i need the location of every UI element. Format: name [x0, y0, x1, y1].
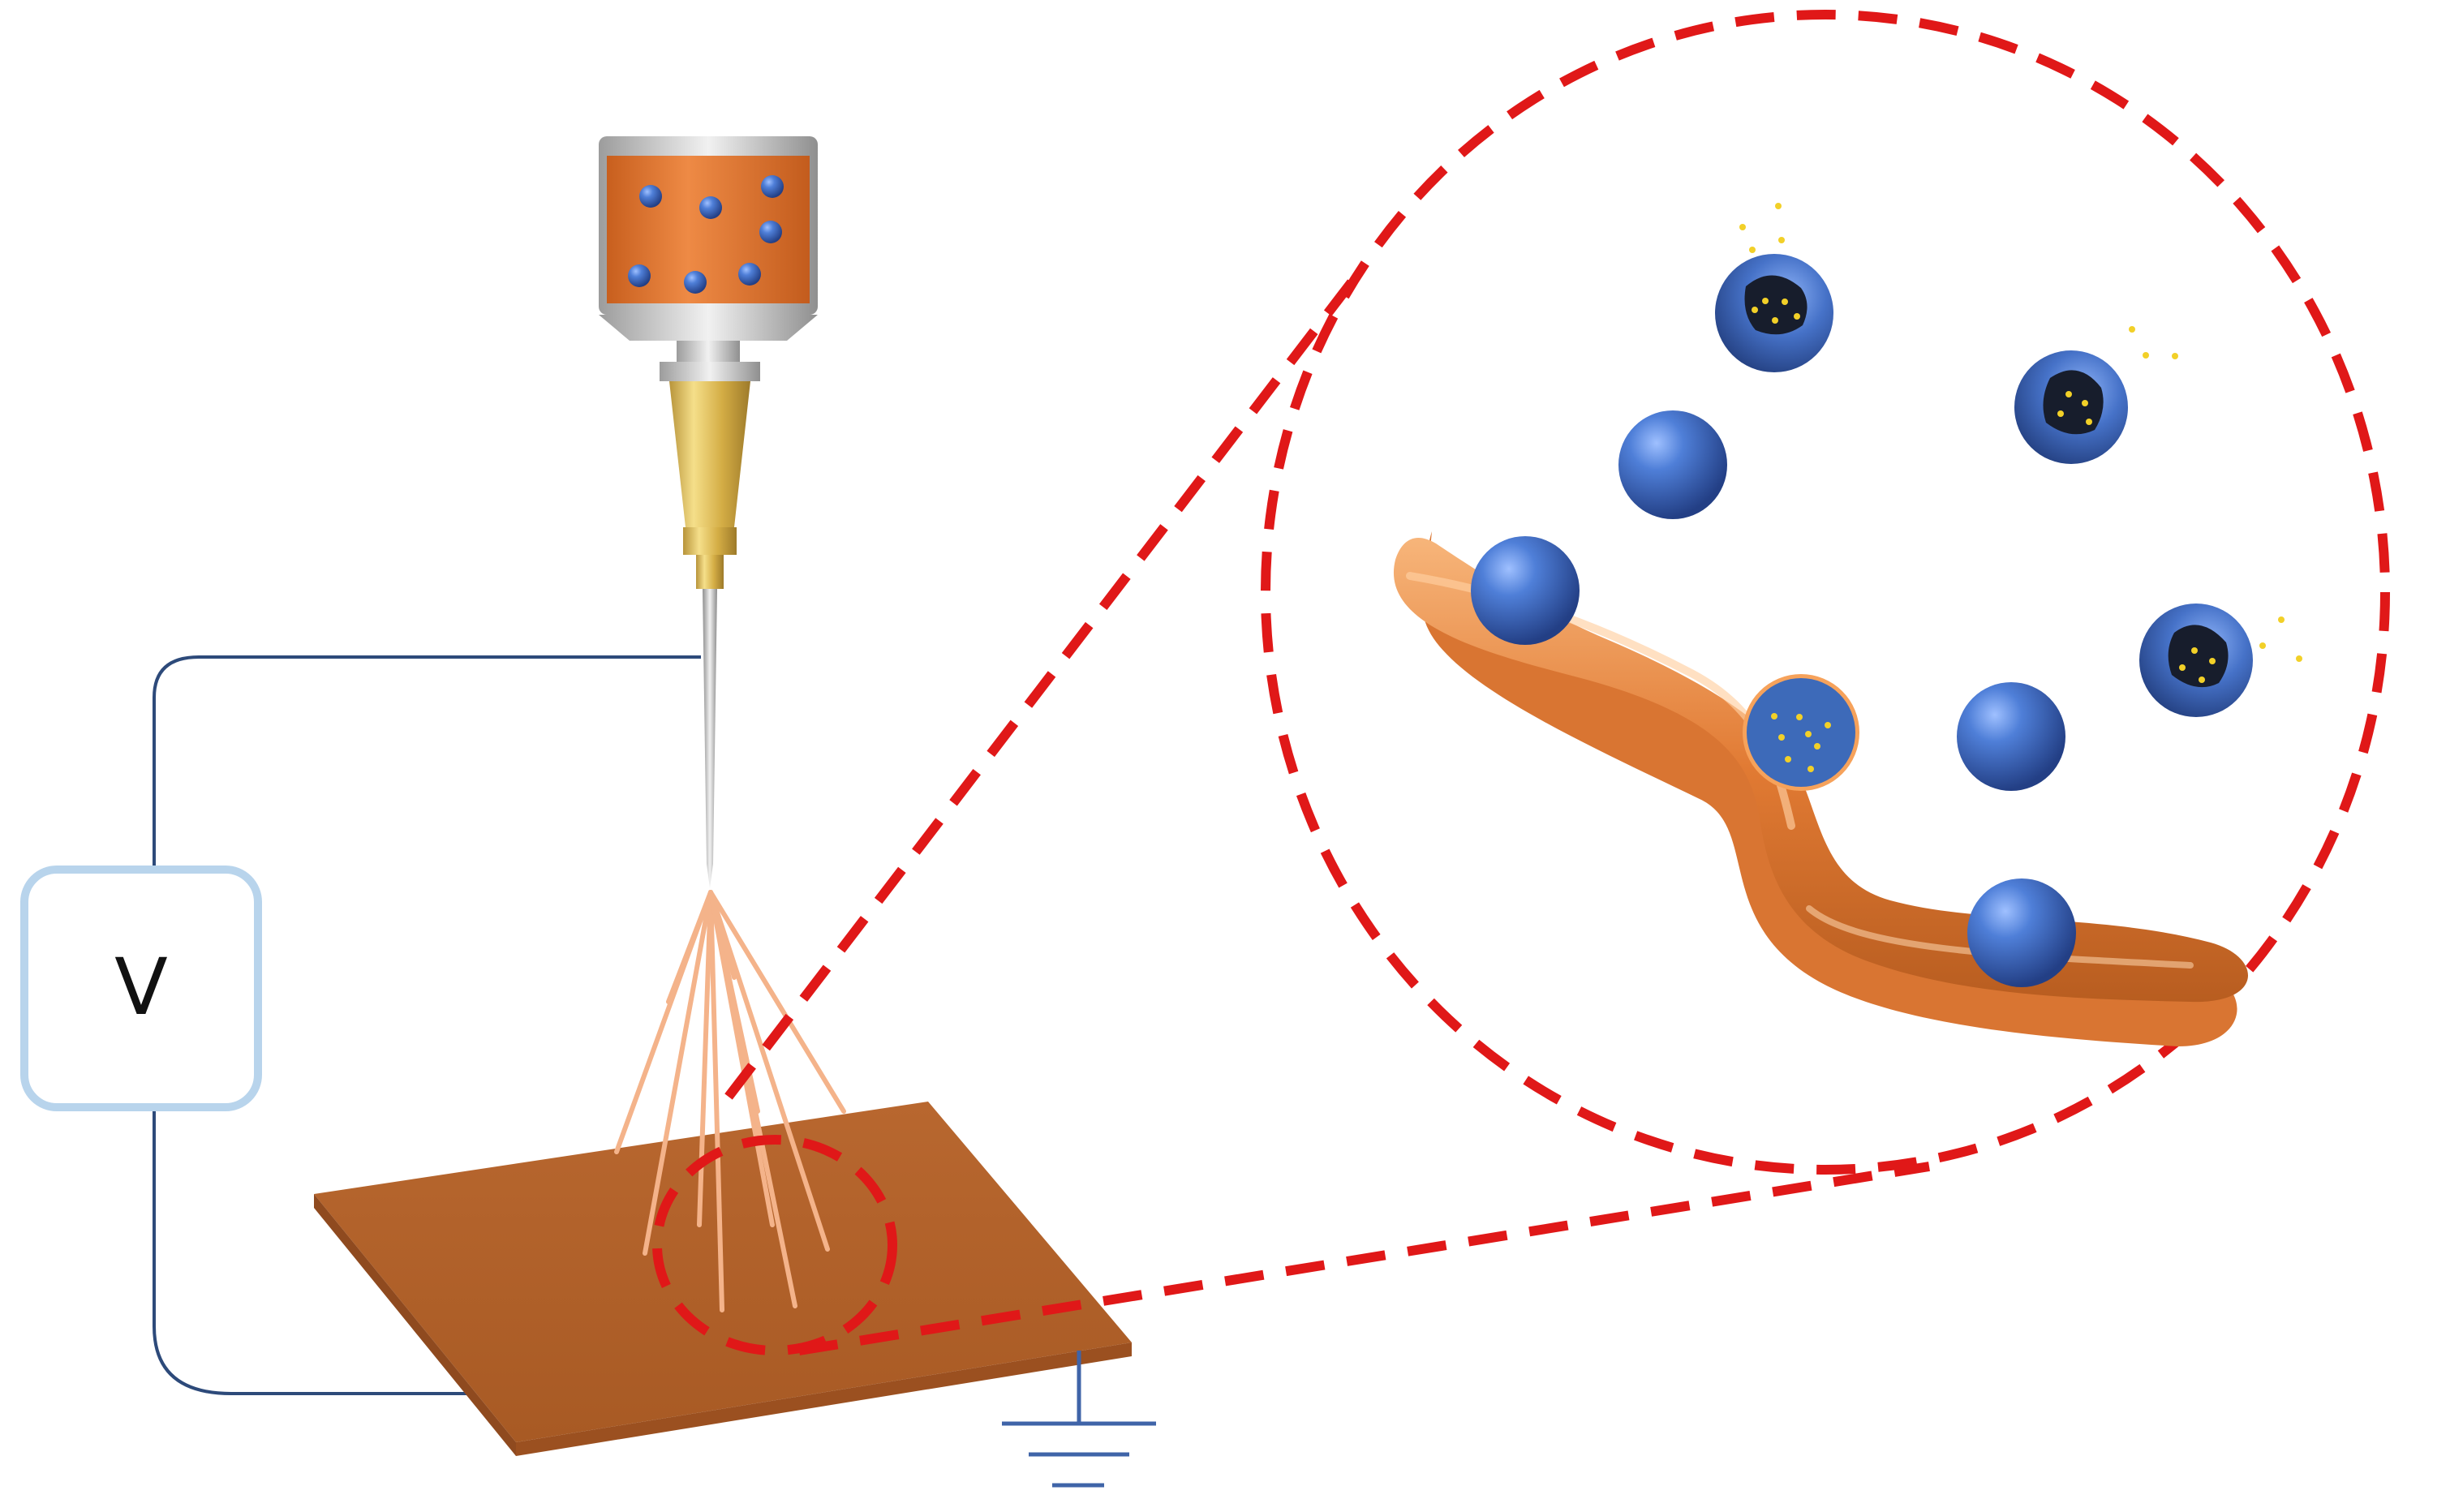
- loaded-nanoparticle-icon: [1747, 678, 1855, 787]
- syringe-icon: [599, 136, 818, 888]
- nanoparticle-icon: [684, 271, 707, 294]
- nanoparticle-icon: [761, 175, 784, 198]
- wire-top: [153, 655, 701, 870]
- free-nanoparticles: [1618, 410, 2065, 791]
- fiber-nanoparticles: [1471, 536, 2076, 987]
- nanoparticle-icon: [639, 185, 662, 208]
- wire-bottom: [153, 1107, 466, 1395]
- cargo-dots: [1739, 203, 2302, 772]
- large-zoom-circle: [1261, 10, 2390, 1175]
- nanoparticle-icon: [1618, 410, 1727, 519]
- spray-fibers: [614, 890, 846, 1312]
- zoom-indicator: [652, 10, 2390, 1355]
- voltage-source-icon: V: [20, 866, 262, 1111]
- syringe-nanoparticles: [628, 175, 784, 294]
- small-zoom-circle: [652, 1135, 897, 1355]
- opened-nanoparticle-3: [2139, 604, 2253, 717]
- nanoparticle-icon: [759, 221, 782, 243]
- opened-nanoparticle-2: [2014, 350, 2128, 464]
- nanoparticle-icon: [628, 264, 651, 287]
- nanoparticle-icon: [738, 263, 761, 286]
- voltage-label: V: [114, 942, 168, 1033]
- nanoparticle-icon: [1957, 682, 2065, 791]
- nanoparticle-icon: [699, 196, 722, 219]
- zoom-line-lower: [798, 1162, 1930, 1355]
- opened-nanoparticle-1: [1715, 254, 1833, 372]
- nanoparticle-icon: [1471, 536, 1580, 645]
- nanoparticle-icon: [1967, 878, 2076, 987]
- zoom-line-upper: [724, 273, 1360, 1100]
- ground-symbol-icon: [1002, 1351, 1156, 1488]
